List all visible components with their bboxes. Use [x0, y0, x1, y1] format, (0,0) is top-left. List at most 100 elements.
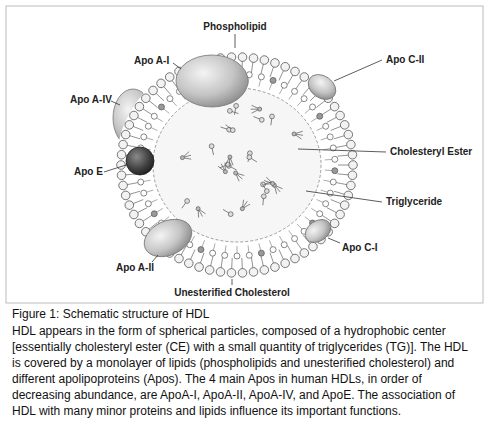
lipid-tail	[210, 255, 213, 267]
phospholipid-head	[281, 259, 290, 268]
lipid-tail	[311, 118, 317, 122]
phospholipid-head	[125, 121, 134, 130]
lipid-tail	[269, 240, 272, 247]
lipid-tail	[288, 246, 294, 256]
lipid-tail	[202, 240, 205, 247]
lipid-tail	[259, 243, 261, 250]
lipid-tail	[148, 100, 157, 107]
phospholipid-head	[258, 74, 264, 80]
phospholipid-head	[249, 268, 258, 277]
leader-lines	[104, 34, 386, 285]
phospholipid-head	[238, 53, 247, 62]
core-lipids	[180, 103, 303, 217]
phospholipid-head	[344, 191, 353, 200]
apo-e-protein	[126, 147, 154, 175]
apo-c-i-protein	[301, 215, 335, 247]
unesterified-cholesterol	[332, 168, 338, 174]
phospholipid-head	[336, 111, 345, 120]
leader-line	[334, 60, 382, 81]
lipid-tail	[321, 138, 328, 140]
phospholipid-head	[216, 268, 225, 277]
lipid-tail	[297, 224, 302, 229]
cholesteryl-ester	[264, 189, 269, 194]
phospholipid-head	[227, 269, 236, 278]
phospholipid-head	[340, 121, 349, 130]
figure-caption: HDL appears in the form of spherical par…	[12, 323, 478, 419]
phospholipid-head	[142, 94, 151, 103]
lipid-tail	[279, 88, 282, 94]
phospholipid-head	[238, 269, 247, 278]
lipid-tail	[336, 183, 348, 185]
phospholipid-head	[332, 156, 338, 162]
leader-line	[232, 279, 233, 285]
phospholipid-head	[141, 134, 147, 140]
lipid-tail	[144, 180, 151, 181]
cholesteryl-ester	[185, 199, 190, 204]
phospholipid-head	[135, 102, 144, 111]
phospholipid-head	[301, 96, 307, 102]
cholesteryl-ester	[228, 212, 233, 217]
particle-ground	[116, 52, 358, 278]
lipid-tail	[251, 61, 253, 73]
lipid-tail	[190, 250, 195, 261]
lipid-tail	[129, 135, 141, 138]
apo-a-i-protein	[176, 55, 248, 107]
phospholipid-head	[300, 249, 309, 258]
lipid-tail	[126, 183, 138, 185]
phospholipid-head	[117, 150, 126, 159]
phospholipid-head	[348, 150, 357, 159]
phospholipid-head	[281, 242, 287, 248]
leader-line	[111, 101, 120, 105]
lipid-tail	[142, 215, 152, 221]
phospholipid-head	[323, 123, 329, 129]
part-label: Apo A-II	[116, 262, 154, 274]
leader-line	[328, 238, 340, 243]
unesterified-cholesterol	[198, 247, 204, 253]
lipid-tail	[225, 245, 227, 252]
lipid-tail	[221, 257, 223, 269]
lipid-tail	[269, 83, 272, 90]
phospholipid-head	[336, 210, 345, 219]
phospholipid-head	[195, 263, 204, 272]
phospholipid-head	[292, 88, 298, 94]
phospholipid-head	[249, 54, 258, 63]
phospholipid-head	[145, 201, 151, 207]
lipid-tail	[213, 243, 215, 250]
lipid-tail	[261, 255, 264, 267]
lipid-tail	[147, 138, 154, 140]
leader-line	[298, 149, 386, 152]
phospholipid-head	[246, 252, 252, 258]
lipid-tail	[261, 63, 264, 75]
lipid-tail	[338, 155, 350, 156]
lipid-tail	[157, 118, 163, 122]
lipid-tail	[191, 236, 194, 242]
triglyceride	[234, 171, 238, 175]
lipid-tail	[305, 109, 310, 113]
cholesteryl-ester	[234, 103, 239, 108]
lipid-monolayer	[117, 53, 358, 277]
phospholipid-head	[138, 179, 144, 185]
phospholipid-head	[165, 73, 174, 82]
lipid-tail	[132, 126, 143, 130]
leader-line	[104, 165, 126, 172]
triglyceride	[223, 170, 227, 174]
phospholipid-head	[270, 247, 276, 253]
phospholipid-head	[157, 79, 166, 88]
phospholipid-head	[300, 73, 309, 82]
part-label: Apo A-I	[134, 55, 169, 67]
cholesteryl-ester	[270, 114, 275, 119]
lipid-tail	[322, 108, 332, 114]
phospholipid-head	[330, 219, 339, 228]
phospholipid-head	[234, 253, 240, 259]
figure-title: Figure 1: Schematic structure of HDL	[12, 307, 478, 322]
triglyceride	[292, 132, 296, 136]
lipid-tail	[336, 145, 348, 147]
cholesteryl-ester	[247, 155, 252, 160]
phospholipid-head	[121, 130, 130, 139]
hydrophobic-core	[153, 88, 321, 242]
lipid-tail	[126, 145, 138, 147]
lipid-tail	[311, 208, 317, 212]
lipid-tail	[288, 74, 294, 84]
phospholipid-head	[271, 263, 280, 272]
phospholipid-head	[327, 134, 333, 140]
